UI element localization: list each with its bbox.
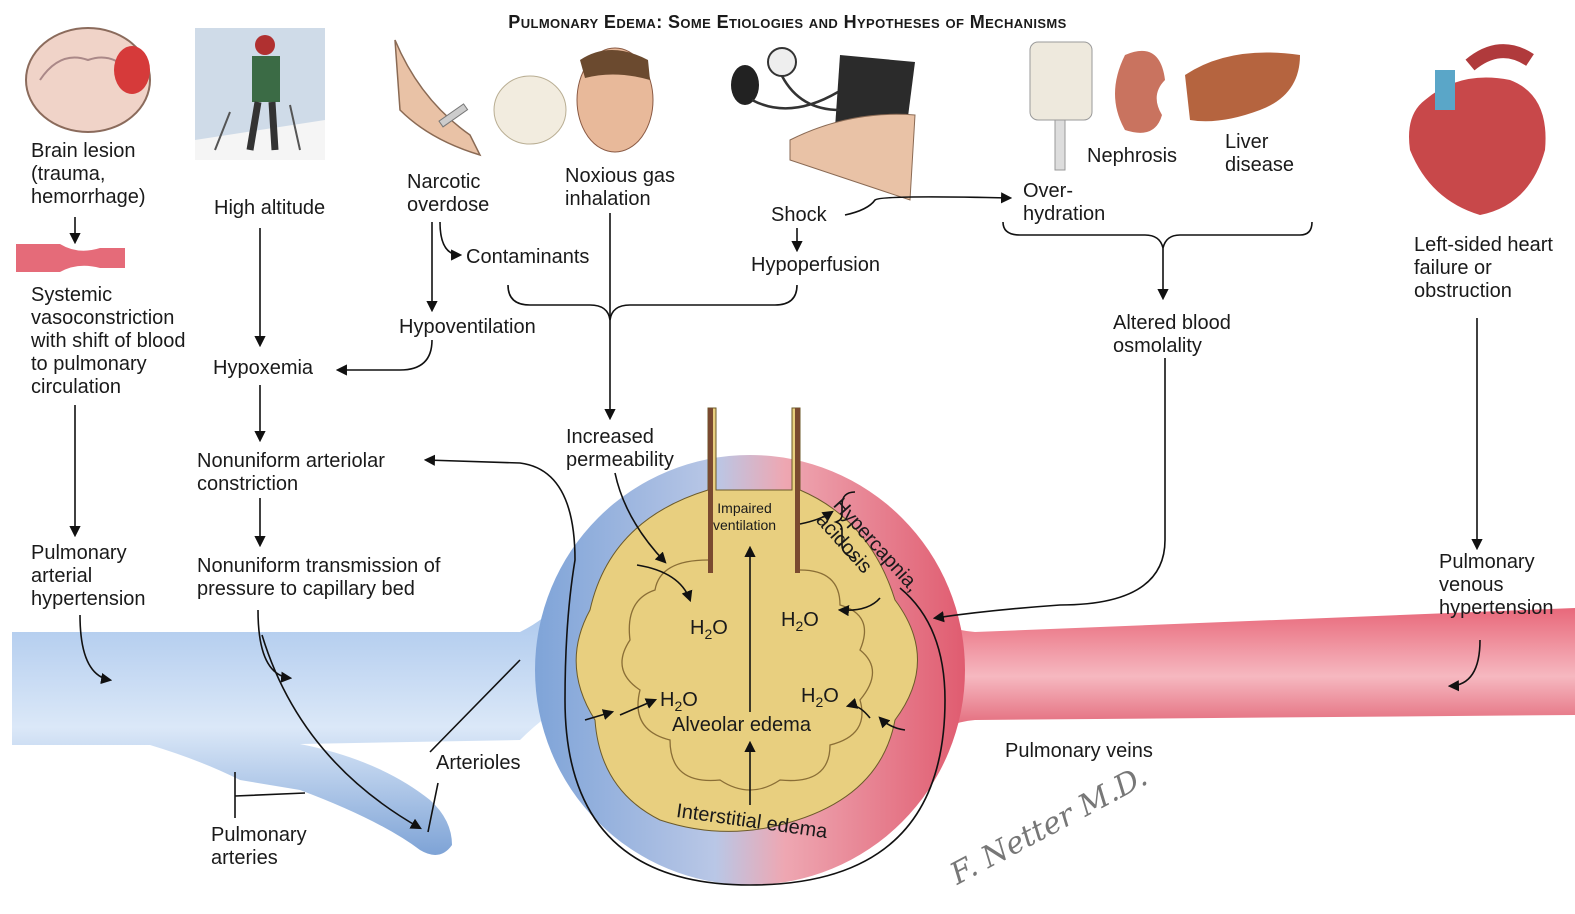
label-h2o-1: H2O [690,617,728,646]
label-narcotic: Narcotic overdose [407,171,489,217]
label-noxious: Noxious gas inhalation [565,165,675,211]
label-nonuniform-constriction: Nonuniform arteriolar constriction [197,450,385,496]
label-arterioles: Arterioles [436,752,520,775]
vessel-icon [16,244,125,272]
label-shock: Shock [771,204,827,227]
label-nonuniform-transmission: Nonuniform transmission of pressure to c… [197,555,440,601]
airway-left-wall [708,408,713,573]
label-contaminants: Contaminants [466,246,589,269]
brace-permeability [508,285,797,320]
label-impaired-ventilation: Impaired ventilation [713,500,776,534]
label-hypoventilation: Hypoventilation [399,316,536,339]
label-systemic: Systemic vasoconstriction with shift of … [31,284,186,399]
label-pulmonary-veins: Pulmonary veins [1005,740,1153,763]
arm-syringe-icon [395,40,480,155]
liver-icon [1185,53,1300,122]
airway-right-wall [795,408,800,573]
arrow-osm-capillary [935,358,1165,618]
label-overhydration: Over- hydration [1023,180,1105,226]
heart-icon [1409,51,1546,215]
label-altered-osmolality: Altered blood osmolality [1113,312,1231,358]
label-h2o-2: H2O [781,609,819,638]
arrow-narcotic-contam [440,222,460,255]
label-high-altitude: High altitude [214,197,325,220]
label-pulmonary-arteries: Pulmonary arteries [211,824,307,870]
arrow-hypovent-hypoxemia [338,340,432,370]
label-nephrosis: Nephrosis [1087,145,1177,168]
iv-bag-icon [1030,42,1092,170]
label-alveolar-edema: Alveolar edema [672,714,811,737]
label-increased-permeability: Increased permeability [566,426,674,472]
label-liver: Liver disease [1225,131,1294,177]
face-icon [494,48,653,152]
label-hypoxemia: Hypoxemia [213,357,313,380]
bp-cuff-icon [731,48,915,200]
label-brain-lesion: Brain lesion (trauma, hemorrhage) [31,140,146,209]
brain-icon [26,28,150,132]
kidney-icon [1115,51,1165,133]
label-h2o-4: H2O [801,685,839,714]
page-title: Pulmonary Edema: Some Etiologies and Hyp… [0,12,1575,33]
pulmonary-vein-vessel [920,608,1575,745]
skier-icon [195,28,325,160]
label-pulmonary-arterial-hypertension: Pulmonary arterial hypertension [31,542,146,611]
label-pulmonary-venous-hypertension: Pulmonary venous hypertension [1439,551,1554,620]
pulmonary-artery-vessel [12,600,575,855]
label-hypoperfusion: Hypoperfusion [751,254,880,277]
arrow-shock-overhydr [845,197,1010,215]
label-left-heart: Left-sided heart failure or obstruction [1414,234,1553,303]
